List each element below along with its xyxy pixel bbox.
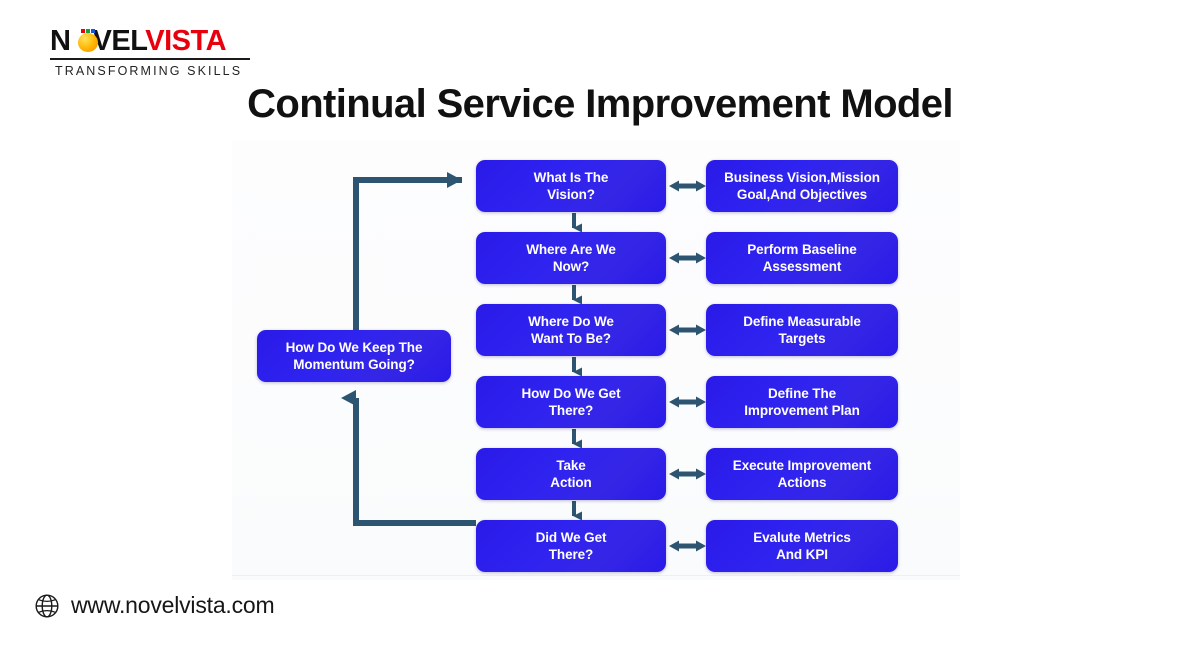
novelvista-logo: NOVELVISTA TRANSFORMING SKILLS [50,26,250,78]
step-box-question-6[interactable]: Did We Get There? [476,520,666,572]
diagram-bottom-rule [232,575,960,576]
step-label-outcome-2: Perform Baseline Assessment [747,242,857,274]
step-box-question-5[interactable]: Take Action [476,448,666,500]
step-box-outcome-6[interactable]: Evalute Metrics And KPI [706,520,898,572]
logo-pixel-green [86,29,90,33]
logo-text-vel: VEL [92,25,146,57]
logo-bulb-globe [78,33,98,52]
footer-website-label: www.novelvista.com [71,592,275,618]
logo-wordmark: NOVELVISTA [50,26,250,56]
step-label-question-4: How Do We Get There? [521,386,621,418]
step-label-outcome-4: Define The Improvement Plan [744,386,860,418]
logo-divider [50,58,250,60]
logo-tagline: TRANSFORMING SKILLS [55,64,243,78]
step-box-outcome-1[interactable]: Business Vision,Mission Goal,And Objecti… [706,160,898,212]
footer-website[interactable]: www.novelvista.com [34,592,275,619]
feedback-loop-to-vision [353,172,462,330]
step-box-momentum[interactable]: How Do We Keep The Momentum Going? [257,330,451,382]
feedback-loop-to-momentum [341,390,476,526]
step-label-outcome-1: Business Vision,Mission Goal,And Objecti… [724,170,880,202]
logo-text-n: N [50,25,71,57]
step-label-question-3: Where Do We Want To Be? [528,314,614,346]
step-label-outcome-5: Execute Improvement Actions [732,458,872,490]
step-box-outcome-2[interactable]: Perform Baseline Assessment [706,232,898,284]
step-label-outcome-6: Evalute Metrics And KPI [753,530,851,562]
step-box-outcome-4[interactable]: Define The Improvement Plan [706,376,898,428]
step-box-question-1[interactable]: What Is The Vision? [476,160,666,212]
step-label-question-5: Take Action [550,458,592,490]
step-box-question-3[interactable]: Where Do We Want To Be? [476,304,666,356]
step-label-question-1: What Is The Vision? [533,170,609,202]
logo-pixel-blue [91,29,95,33]
step-label-momentum: How Do We Keep The Momentum Going? [285,340,423,372]
globe-icon [35,593,59,618]
step-label-question-6: Did We Get There? [535,530,607,562]
logo-text-vista: VISTA [145,25,227,57]
step-box-question-2[interactable]: Where Are We Now? [476,232,666,284]
page-title: Continual Service Improvement Model [247,82,953,126]
step-box-question-4[interactable]: How Do We Get There? [476,376,666,428]
step-box-outcome-5[interactable]: Execute Improvement Actions [706,448,898,500]
logo-pixel-red [81,29,85,33]
step-label-outcome-3: Define Measurable Targets [743,314,861,346]
step-box-outcome-3[interactable]: Define Measurable Targets [706,304,898,356]
pairing-arrows [669,180,706,552]
step-label-question-2: Where Are We Now? [526,242,616,274]
lightbulb-icon [77,29,99,52]
